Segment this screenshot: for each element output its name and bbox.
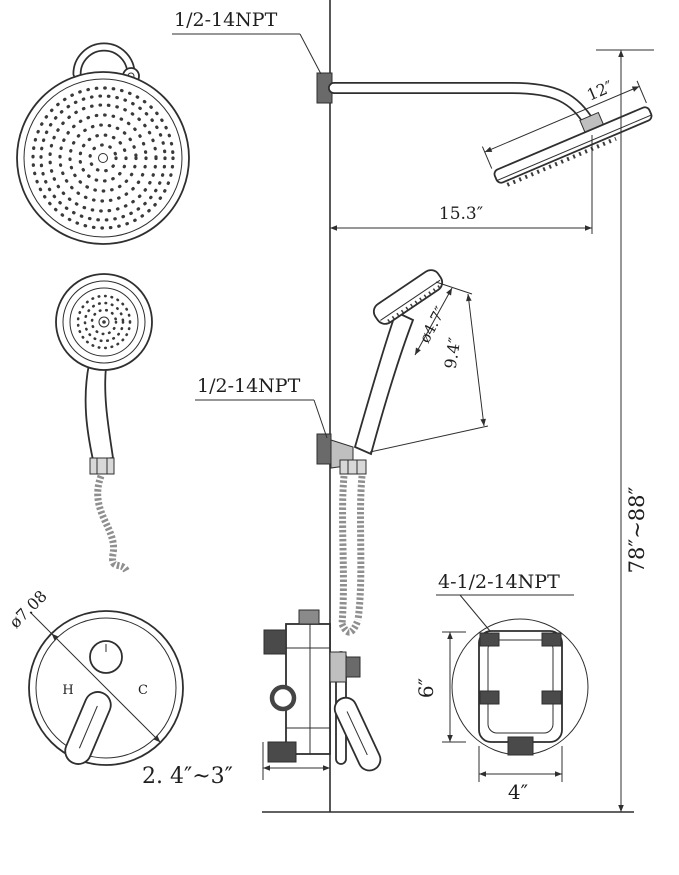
valve-spindle-cap (345, 656, 361, 678)
valve-left-upper-tab (263, 629, 287, 655)
valve-tab-top-right (541, 632, 562, 647)
label-hand-bracket-npt: 1/2-14NPT (195, 375, 328, 439)
rain-shower-head-front (16, 42, 190, 245)
valve-tab-mid-left (479, 690, 500, 705)
rain-arm-npt-label: 1/2-14NPT (174, 9, 278, 31)
hand-shower-hose-left-strand (338, 475, 348, 625)
valve-front-inner (487, 639, 554, 734)
valve-side-port (269, 684, 297, 712)
hand-handle-side (353, 310, 415, 456)
dim-valve-height: 6″ (414, 631, 466, 743)
valve-tab-top-left (479, 632, 500, 647)
valve-left-lower-tab (267, 741, 297, 763)
rain-head-outer-rim (16, 71, 190, 245)
valve-npt-leader (459, 594, 491, 632)
valve-top-port (298, 609, 320, 625)
rough-in-depth-label: 2. 4″~3″ (142, 764, 233, 789)
label-rain-arm-npt: 1/2-14NPT (172, 9, 322, 75)
valve-tab-mid-right (541, 690, 562, 705)
hose-nut-front (89, 457, 115, 475)
valve-body-side (285, 623, 331, 755)
valve-bottom-port (507, 736, 534, 756)
label-valve-npt: 4-1/2-14NPT (436, 571, 574, 632)
hand-head-side (372, 269, 444, 325)
trim-plate-front: H C ø7.08 (5, 586, 184, 766)
valve-width-label: 4″ (508, 780, 528, 804)
hand-shower-hose-bottom-loop (338, 618, 362, 636)
hand-bracket-npt-label: 1/2-14NPT (197, 375, 301, 397)
bracket-wall-flange (316, 433, 332, 465)
hand-head-nozzles (76, 294, 132, 350)
hand-shower-front (55, 273, 153, 574)
hand-shower-hose-right-strand (354, 475, 366, 621)
trim-handle-side (333, 696, 382, 772)
hand-shower-handle (84, 362, 115, 461)
valve-body-front: 4-1/2-14NPT 6″ 4″ (414, 571, 589, 804)
rain-arm-npt-leader (299, 33, 322, 75)
cold-label: C (138, 683, 148, 698)
dim-install-height: 78″~88″ (596, 49, 654, 812)
valve-front-body (478, 630, 563, 743)
dim-rough-in-depth: 2. 4″~3″ (142, 742, 330, 789)
rough-in-valve-side: 2. 4″~3″ (142, 609, 382, 789)
install-height-label: 78″~88″ (625, 486, 649, 573)
valve-height-label: 6″ (414, 678, 438, 698)
rain-shower-arm-side: 12″ 15.3″ (316, 72, 653, 234)
hose-nut-side (339, 459, 367, 475)
dim-valve-width: 4″ (478, 746, 563, 804)
rain-head-width-label: 12″ (584, 77, 616, 105)
trim-diameter-label: ø7.08 (5, 586, 50, 631)
hand-length-label: 9.4″ (441, 336, 465, 370)
valve-npt-label: 4-1/2-14NPT (438, 571, 560, 593)
hand-shower-hose-front (94, 474, 131, 574)
dim-arm-length: 15.3″ (330, 135, 593, 234)
hand-bracket-npt-leader (313, 399, 328, 439)
rain-head-nozzles (31, 86, 175, 230)
rain-head-inner-rim (23, 78, 183, 238)
trim-plate-inner-rim (35, 617, 177, 759)
valve-spindle (329, 651, 347, 683)
arm-length-label: 15.3″ (439, 204, 483, 224)
hot-label: H (62, 683, 73, 698)
